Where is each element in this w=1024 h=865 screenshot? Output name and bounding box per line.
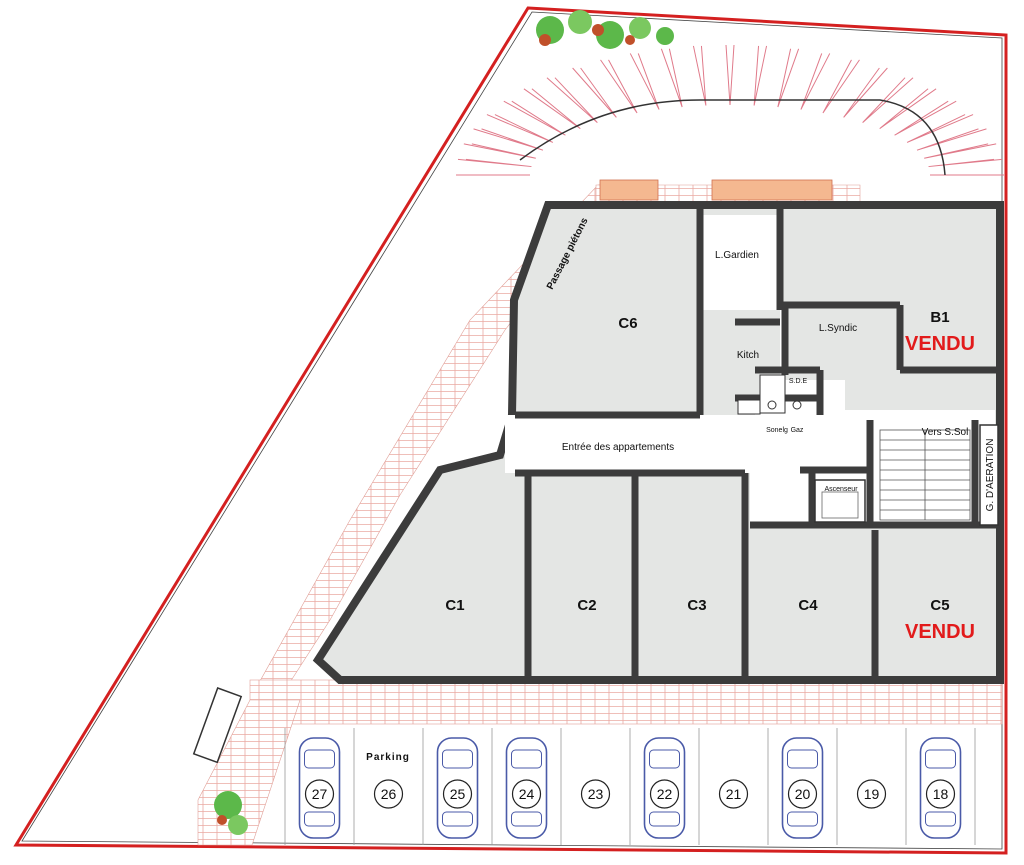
parking-spot-marker	[511, 779, 542, 809]
car-rear-window	[925, 811, 956, 827]
label-entrance: Entrée des appartements	[562, 442, 674, 453]
label-elevator: Ascenseur	[824, 486, 858, 493]
parking-spot-marker	[580, 779, 611, 809]
room-label-b1: B1	[930, 309, 949, 326]
room-label-c3: C3	[687, 597, 706, 614]
ramp-spoke	[503, 100, 566, 136]
room-label-c2: C2	[577, 597, 596, 614]
room-label-c5: C5	[930, 597, 949, 614]
car-windshield	[925, 749, 956, 769]
entrance-hall	[505, 415, 755, 473]
ramp-spoke	[473, 128, 544, 151]
ramp-spoke	[692, 45, 707, 106]
ramp-spoke	[822, 59, 860, 114]
car-windshield	[649, 749, 680, 769]
ramp-spoke	[753, 45, 768, 106]
elevator-shaft	[814, 479, 866, 523]
parking-spot-marker	[925, 779, 956, 809]
car-rear-window	[649, 811, 680, 827]
label-syndic: L.Syndic	[819, 323, 857, 334]
parking-spot-number: 20	[795, 786, 811, 802]
label-gaz: Gaz	[791, 427, 804, 434]
parking-spot-marker	[856, 779, 887, 809]
parking-spot-marker	[649, 779, 680, 809]
sold-label-c5: VENDU	[905, 621, 975, 643]
label-gardien: L.Gardien	[715, 250, 759, 261]
ramp-spoke	[572, 67, 617, 118]
ramp-spoke	[928, 158, 1003, 168]
car-rear-window	[304, 811, 335, 827]
ramp-spoke	[523, 88, 581, 129]
ramp-grille-1	[599, 179, 659, 201]
ramp-spoke	[725, 44, 735, 106]
car-rear-window	[442, 811, 473, 827]
parking-spot-number: 23	[588, 786, 604, 802]
ramp-grille-2	[711, 179, 833, 201]
label-kitch: Kitch	[737, 350, 759, 361]
parking-spot-marker	[787, 779, 818, 809]
ramp-spoke	[916, 128, 987, 151]
car-windshield	[787, 749, 818, 769]
parking-spot-marker	[442, 779, 473, 809]
parking-spot-marker	[373, 779, 404, 809]
parking-spot-number: 27	[312, 786, 328, 802]
car-windshield	[442, 749, 473, 769]
label-aeration: G. D'AERATION	[985, 439, 996, 512]
room-label-c6: C6	[618, 315, 637, 332]
label-vers-ssol: Vers S.Sol	[922, 427, 969, 438]
parking-spot-number: 18	[933, 786, 949, 802]
parking-area: 27 26 25 24 23 22 21 20 19 18	[284, 728, 976, 845]
car-rear-window	[511, 811, 542, 827]
room-label-c1: C1	[445, 597, 464, 614]
room-label-c4: C4	[798, 597, 818, 614]
ramp-spoke	[546, 77, 598, 123]
parking-spot-number: 24	[519, 786, 535, 802]
ramp-spoke	[777, 48, 800, 108]
label-parking: Parking	[366, 752, 410, 763]
car-rear-window	[787, 811, 818, 827]
interior-walls	[515, 208, 1000, 676]
label-gaine: Sonelg	[766, 427, 788, 434]
tree-cluster-north	[536, 10, 674, 49]
parking-spot-number: 26	[381, 786, 397, 802]
ramp-spoke	[843, 67, 888, 118]
parking-spot-number: 22	[657, 786, 673, 802]
parking-spot-number: 25	[450, 786, 466, 802]
paving-south	[249, 679, 1003, 725]
ramp-spoke	[600, 59, 638, 114]
ramp-spoke	[660, 48, 683, 108]
ramp-spoke	[906, 114, 974, 143]
aeration-shaft	[979, 424, 999, 526]
ramp-spoke	[629, 53, 660, 110]
sold-label-b1: VENDU	[905, 333, 975, 355]
parking-spot-number: 21	[726, 786, 742, 802]
ramp-south-west	[192, 687, 243, 764]
parking-spot-number: 19	[864, 786, 880, 802]
staircase	[879, 429, 971, 521]
tree-cluster-south	[214, 791, 248, 835]
ramp-spoke	[924, 143, 997, 159]
ramp-spoke	[457, 158, 532, 168]
parking-spot-marker	[718, 779, 749, 809]
parking-spot-marker	[304, 779, 335, 809]
ramp-curve	[519, 99, 946, 176]
car-windshield	[304, 749, 335, 769]
label-sde: S.D.E	[789, 378, 808, 385]
car-windshield	[511, 749, 542, 769]
ramp-spoke	[486, 114, 554, 143]
